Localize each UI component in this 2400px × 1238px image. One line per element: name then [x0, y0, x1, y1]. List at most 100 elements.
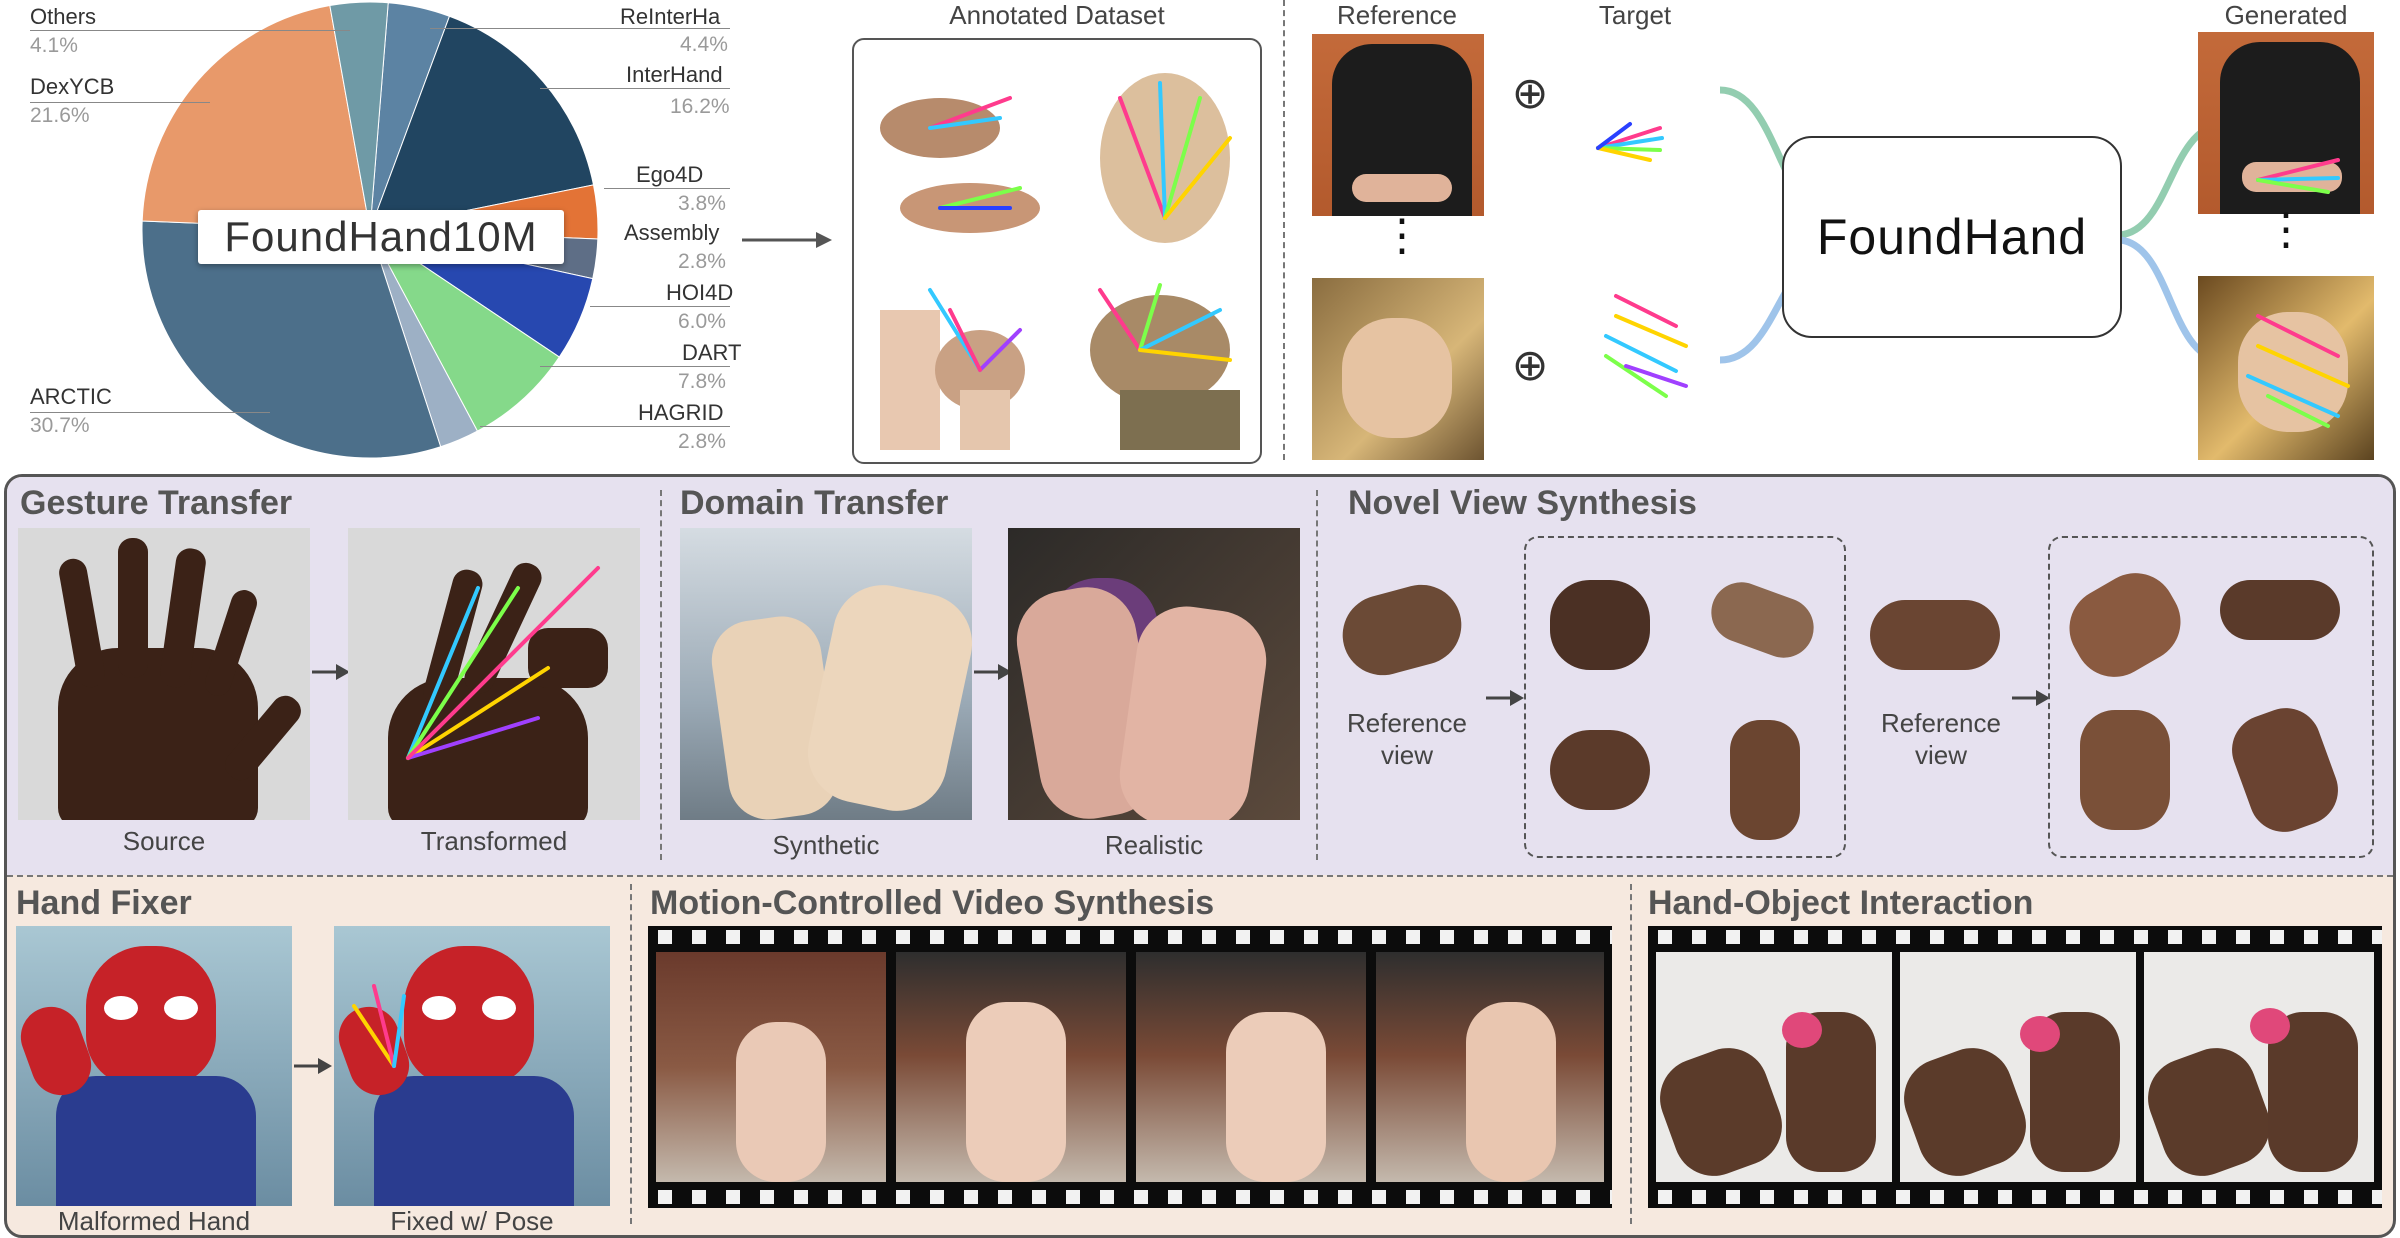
pie-slice-others	[329, 1, 389, 231]
target-skeleton-2	[1604, 294, 1688, 398]
novel-view-hand	[2220, 690, 2348, 842]
hoi-frame-1	[1656, 952, 1892, 1182]
video-frame-2	[896, 952, 1126, 1182]
section-divider	[660, 490, 662, 860]
novel-view-hand	[2054, 558, 2196, 692]
leader-line	[480, 426, 730, 427]
pct-interhand: 16.2%	[670, 95, 730, 118]
generated-image-1	[2198, 32, 2374, 214]
pct-arctic: 30.7%	[30, 414, 90, 437]
plus-icon: ⊕	[1511, 341, 1549, 390]
pct-assembly: 2.8%	[678, 250, 726, 273]
label-ego4d: Ego4D	[636, 162, 704, 187]
hoi-film-strip	[1648, 926, 2382, 1208]
vertical-dots: ⋮	[1380, 211, 1424, 260]
section-divider	[1630, 884, 1632, 1224]
hoi-frame-2	[1900, 952, 2136, 1182]
section-divider	[630, 884, 632, 1224]
annotated-hand-4	[1090, 283, 1240, 450]
leader-line	[430, 28, 730, 29]
leader-line	[30, 412, 270, 413]
realistic-hand-image	[1008, 528, 1300, 820]
leader-line	[590, 306, 730, 307]
pct-dexycb: 21.6%	[30, 104, 90, 127]
vertical-dots: ⋮	[2264, 205, 2308, 254]
annotated-hand-1	[880, 96, 1040, 233]
novel-views-group-2	[2048, 536, 2374, 858]
reference-image-2	[1312, 278, 1484, 460]
label-hagrid: HAGRID	[638, 400, 724, 425]
plus-icon: ⊕	[1511, 69, 1549, 118]
novel-view-hand	[1700, 710, 1820, 840]
source-hand-image	[18, 528, 310, 820]
pie-slice-interhand	[369, 15, 595, 231]
hand-object-interaction-title: Hand-Object Interaction	[1648, 884, 2034, 922]
pie-slice-dart	[369, 229, 561, 432]
foundhand-model-box: FoundHand	[1782, 136, 2122, 338]
section-divider	[1316, 490, 1318, 860]
row-divider	[7, 875, 2393, 877]
arrow-right-icon	[974, 664, 1012, 680]
malformed-caption: Malformed Hand	[57, 1206, 251, 1236]
video-frame-1	[656, 952, 886, 1182]
source-caption: Source	[122, 826, 206, 856]
label-reinterha: ReInterHa	[620, 4, 721, 29]
reference-view-caption-2: Reference	[1881, 708, 2001, 738]
reference-view-hand-2	[1860, 580, 2010, 680]
arrow-right-icon	[1486, 690, 1524, 706]
arrow-right-icon	[2012, 690, 2050, 706]
generated-image-2	[2198, 276, 2374, 460]
realistic-caption: Realistic	[1104, 830, 1204, 860]
reference-view-caption-2b: view	[1914, 740, 1967, 770]
leader-line	[30, 102, 210, 103]
arrow-right-icon	[312, 664, 350, 680]
novel-view-hand	[1540, 560, 1660, 680]
generated-title: Generated	[2224, 0, 2348, 30]
label-interhand: InterHand	[626, 62, 723, 87]
pct-ego4d: 3.8%	[678, 192, 726, 215]
gesture-transfer-title: Gesture Transfer	[20, 484, 293, 522]
video-frame-4	[1376, 952, 1604, 1182]
synthetic-hand-image	[680, 528, 972, 820]
motion-video-title: Motion-Controlled Video Synthesis	[650, 884, 1215, 922]
pie-slice-arctic	[141, 220, 442, 459]
transformed-hand-image	[348, 528, 640, 820]
reference-view-caption-1b: view	[1380, 740, 1433, 770]
label-dart: DART	[682, 340, 742, 365]
malformed-hand-image	[16, 926, 292, 1206]
arrow-right-icon	[294, 1058, 332, 1074]
leader-line	[604, 188, 730, 189]
leader-line	[540, 88, 730, 89]
novel-view-hand	[1700, 560, 1823, 680]
reference-title: Reference	[1337, 0, 1457, 30]
annotated-hand-3	[880, 288, 1025, 450]
hoi-frame-3	[2144, 952, 2374, 1182]
label-dexycb: DexYCB	[30, 74, 115, 99]
reference-view-caption-1: Reference	[1347, 708, 1467, 738]
pct-hoi4d: 6.0%	[678, 310, 726, 333]
transformed-caption: Transformed	[420, 826, 568, 856]
video-frame-3	[1136, 952, 1366, 1182]
pie-center-label: FoundHand10M	[198, 210, 564, 264]
label-assembly: Assembly	[624, 220, 720, 245]
novel-view-hand	[1540, 710, 1660, 830]
reference-image-1	[1312, 34, 1484, 216]
annotated-hand-2	[1100, 73, 1232, 243]
label-others: Others	[30, 4, 97, 29]
novel-views-group-1	[1524, 536, 1846, 858]
novel-view-synthesis-title: Novel View Synthesis	[1348, 484, 1697, 522]
target-skeleton-1	[1596, 122, 1664, 162]
pct-hagrid: 2.8%	[678, 430, 726, 453]
fixed-caption: Fixed w/ Pose	[390, 1206, 554, 1236]
pct-others: 4.1%	[30, 34, 78, 57]
label-arctic: ARCTIC	[30, 384, 112, 409]
domain-transfer-title: Domain Transfer	[680, 484, 949, 522]
arrow-right-icon	[742, 232, 832, 248]
pie-slice-dexycb	[141, 4, 371, 231]
motion-film-strip	[648, 926, 1612, 1208]
novel-view-hand	[2210, 560, 2350, 660]
novel-view-hand	[2060, 700, 2180, 840]
hand-fixer-title: Hand Fixer	[16, 884, 192, 922]
pct-dart: 7.8%	[678, 370, 726, 393]
target-title: Target	[1598, 0, 1672, 30]
